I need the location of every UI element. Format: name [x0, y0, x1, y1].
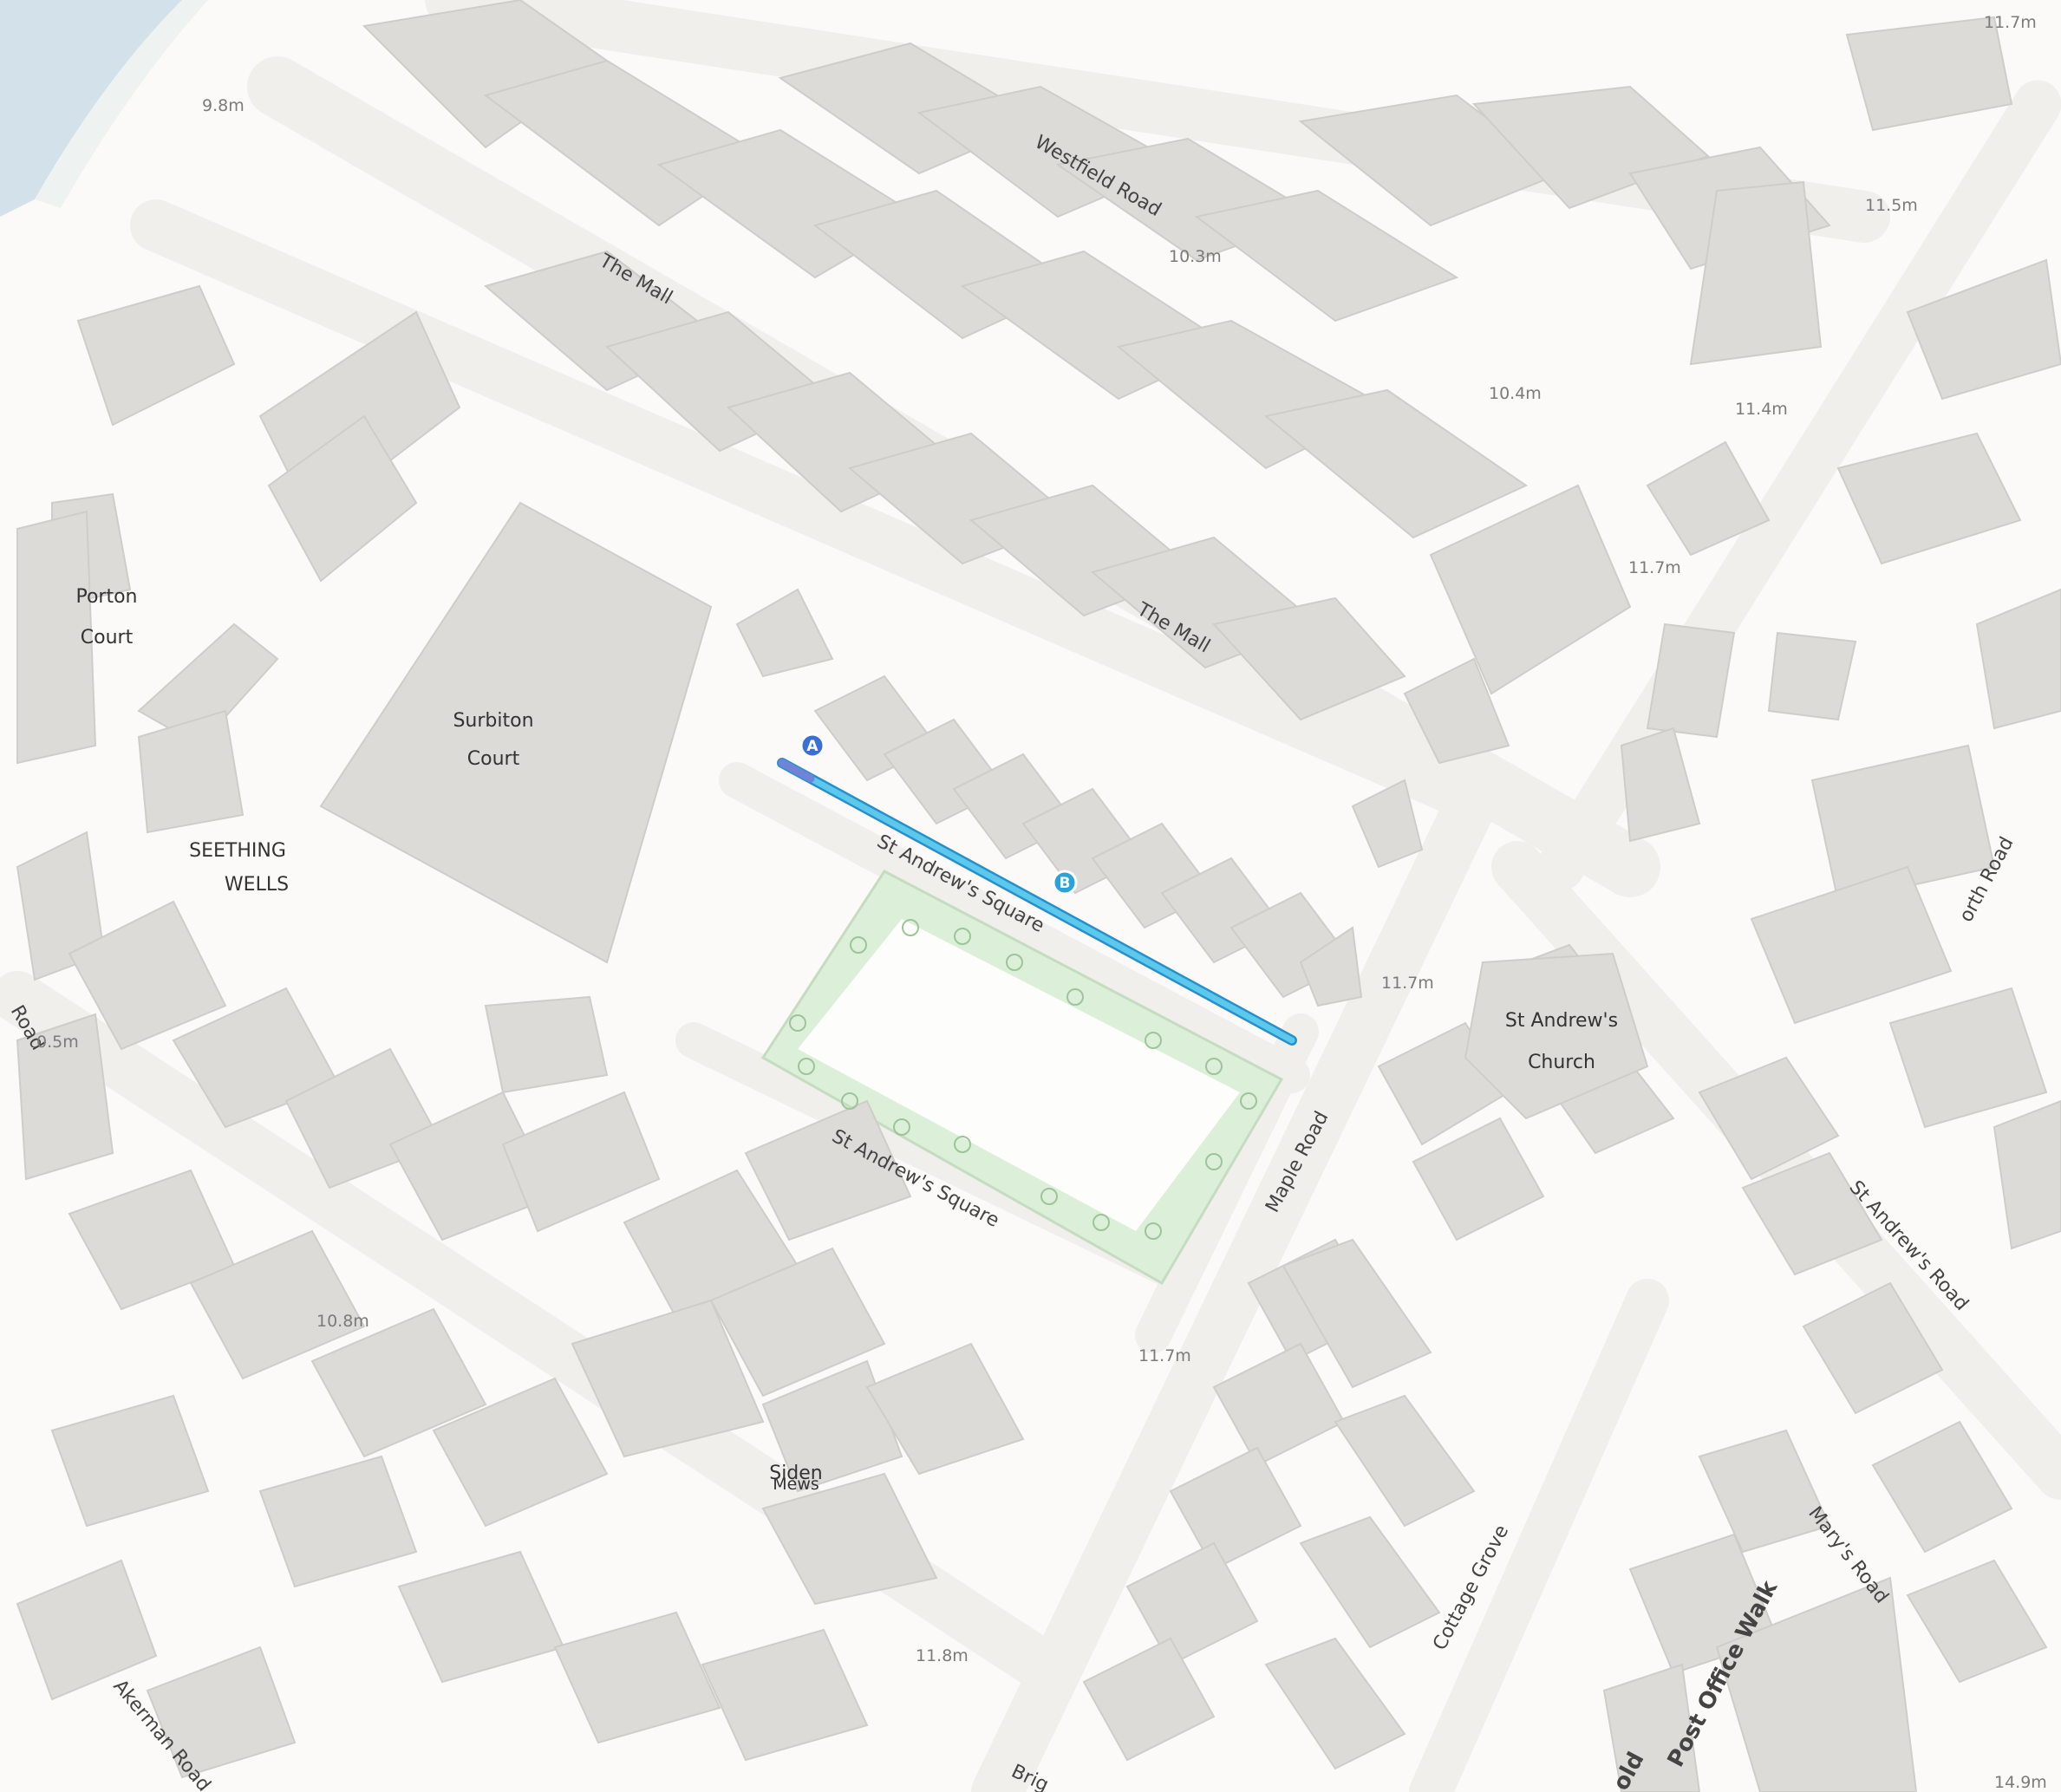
route-marker-a[interactable]: A — [799, 733, 825, 759]
spot-height: 11.4m — [1735, 400, 1788, 419]
place-label-surbiton-court-2: Court — [467, 748, 520, 770]
place-label-siden-mews-2: Mews — [773, 1475, 819, 1494]
route-path[interactable] — [777, 758, 1297, 1046]
place-label-church-2: Church — [1528, 1052, 1595, 1073]
spot-height: 10.3m — [1169, 247, 1222, 266]
spot-height: 11.7m — [1381, 974, 1434, 993]
spot-height: 11.7m — [1138, 1346, 1191, 1365]
place-label-church-1: St Andrew's — [1505, 1010, 1618, 1032]
spot-height: 10.8m — [316, 1312, 369, 1331]
spot-height: 14.9m — [1994, 1773, 2047, 1792]
buildings — [16, 0, 2061, 1792]
spot-height: 10.4m — [1489, 384, 1542, 403]
spot-height: 0.5m — [36, 1033, 79, 1052]
marker-a-label: A — [806, 738, 819, 755]
spot-heights: 9.8m 11.7m 10.3m 11.5m 10.4m 11.4m 11.7m… — [36, 13, 2047, 1792]
place-label-surbiton-court-1: Surbiton — [453, 710, 533, 732]
place-label-porton-court-1: Porton — [75, 586, 137, 608]
spot-height: 9.8m — [202, 96, 245, 115]
place-label-porton-court-2: Court — [81, 627, 134, 648]
place-label-siden-mews-1: Siden — [769, 1463, 823, 1484]
marker-b-label: B — [1060, 875, 1071, 892]
river-water — [0, 0, 182, 217]
place-label-seething-wells-1: SEETHING — [189, 840, 286, 862]
route-marker-b[interactable]: B — [1052, 870, 1078, 896]
park-trees — [789, 919, 1257, 1240]
park-st-andrews-square — [760, 870, 1284, 1286]
place-label-seething-wells-2: WELLS — [225, 874, 289, 896]
spot-height: 11.5m — [1865, 196, 1918, 215]
spot-height: 11.7m — [1628, 558, 1681, 577]
place-labels: Porton Court Surbiton Court SEETHING WEL… — [75, 586, 1618, 1494]
spot-height: 11.7m — [1984, 13, 2037, 32]
spot-height: 11.8m — [916, 1646, 969, 1665]
